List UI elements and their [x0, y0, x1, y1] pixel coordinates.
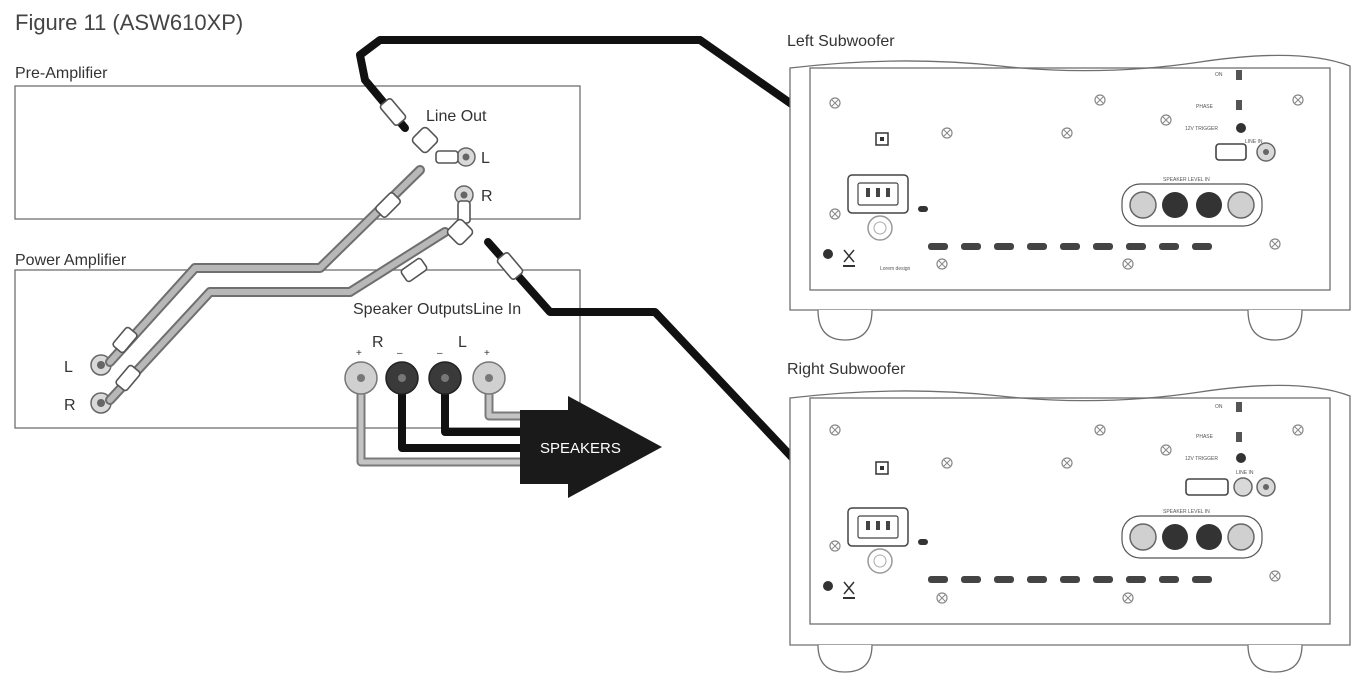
right-subwoofer-label: Right Subwoofer: [787, 361, 906, 378]
pre-amp-r-jack: [454, 185, 474, 205]
speaker-terminal-l-minus: [428, 361, 462, 395]
left-sub-line-in-marking: LINE IN: [1245, 139, 1263, 145]
right-subwoofer: SPEAKER LEVEL IN PHASE ON 12V TRIGGER LI…: [789, 384, 1351, 673]
line-out-label: Line Out: [426, 108, 487, 125]
terminal-r-label: R: [372, 334, 384, 351]
grey-cable-connectors: [112, 192, 428, 392]
right-sub-speaker-level-in-marking: SPEAKER LEVEL IN: [1163, 509, 1210, 515]
power-amp-r-label: R: [64, 397, 76, 414]
terminal-l-label: L: [458, 334, 467, 351]
right-sub-line-in-marking: LINE IN: [1236, 470, 1254, 476]
pre-amplifier-box: [14, 85, 581, 220]
right-sub-on-marking: ON: [1215, 404, 1223, 410]
terminal-l-minus-sign: –: [437, 348, 443, 359]
terminal-r-plus-sign: +: [356, 348, 362, 359]
terminal-r-minus-sign: –: [397, 348, 403, 359]
figure-title: Figure 11 (ASW610XP): [15, 10, 243, 35]
svg-text:Lorem design: Lorem design: [880, 266, 911, 272]
speaker-terminal-l-plus: [472, 361, 506, 395]
power-amp-l-label: L: [64, 359, 73, 376]
speaker-terminal-r-plus: [344, 361, 378, 395]
left-subwoofer-label: Left Subwoofer: [787, 33, 895, 50]
left-sub-phase-marking: PHASE: [1196, 104, 1214, 110]
pre-amp-r-label: R: [481, 188, 493, 205]
speaker-outputs-label: Speaker Outputs: [353, 301, 473, 318]
speakers-label: SPEAKERS: [540, 440, 621, 457]
power-amplifier-label: Power Amplifier: [15, 252, 127, 269]
left-subwoofer: Lorem design SPEAKER LEVEL IN PHASE ON 1…: [789, 54, 1351, 341]
terminal-l-plus-sign: +: [484, 348, 490, 359]
pre-amplifier-label: Pre-Amplifier: [15, 65, 108, 82]
left-sub-speaker-level-in-marking: SPEAKER LEVEL IN: [1163, 177, 1210, 183]
speakers-arrow: [520, 396, 662, 498]
y-adapter-left: [379, 97, 459, 164]
left-sub-on-marking: ON: [1215, 72, 1223, 78]
speaker-terminal-r-minus: [385, 361, 419, 395]
right-sub-phase-marking: PHASE: [1196, 434, 1214, 440]
right-sub-trigger-marking: 12V TRIGGER: [1185, 456, 1218, 462]
pre-amp-l-jack: [456, 147, 476, 167]
grey-line-cables: [105, 165, 450, 405]
left-sub-trigger-marking: 12V TRIGGER: [1185, 126, 1218, 132]
svg-text:Speaker OutputsLine In: Speaker OutputsLine In: [353, 301, 521, 318]
line-in-label: Line In: [473, 301, 521, 318]
pre-amp-l-label: L: [481, 150, 490, 167]
y-adapter-right: [446, 200, 524, 281]
